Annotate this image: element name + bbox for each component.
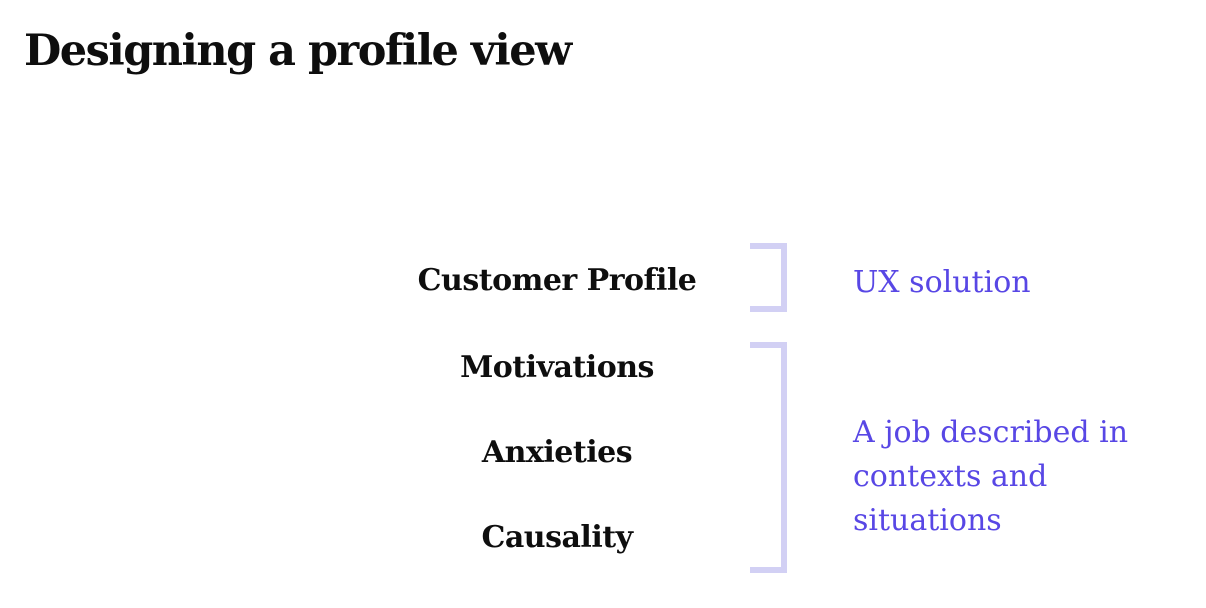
label-anxieties: Anxieties: [481, 435, 633, 470]
annotation-job-description: A job described in contexts and situatio…: [853, 415, 1129, 538]
slide-title: Designing a profile view: [24, 26, 572, 76]
bracket-job-group: [750, 342, 787, 573]
bracket-customer-profile: [750, 243, 787, 312]
annotation-ux-solution: UX solution: [853, 265, 1031, 300]
label-motivations: Motivations: [460, 350, 654, 385]
label-customer-profile: Customer Profile: [417, 263, 697, 298]
label-causality: Causality: [481, 520, 633, 555]
